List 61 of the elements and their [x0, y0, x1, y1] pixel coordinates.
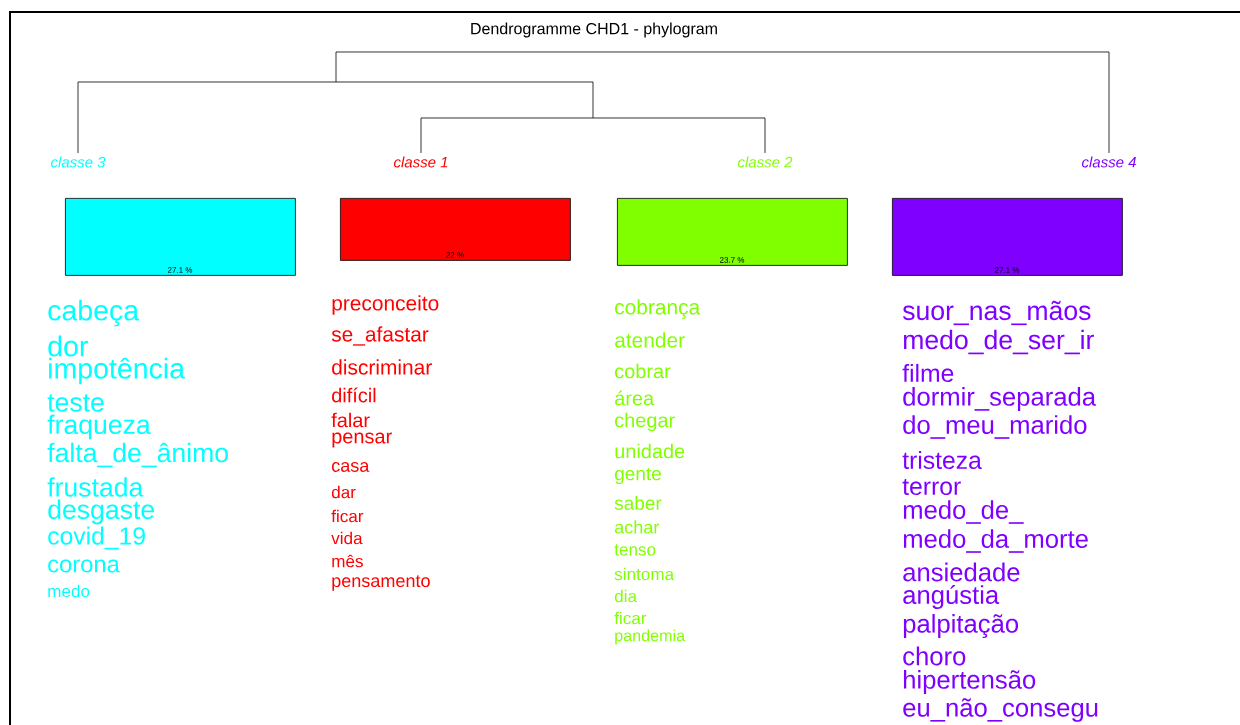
keyword: filme: [902, 363, 954, 383]
keyword: corona: [48, 559, 120, 573]
keyword: eu_não_consegu: [903, 698, 1098, 722]
keyword: do_meu_marido: [903, 415, 1087, 439]
keyword: dormir_separada: [903, 387, 1097, 411]
class-box: 22 %: [340, 198, 571, 261]
class-label: classe 3: [51, 156, 106, 168]
keyword: cabeça: [48, 299, 140, 327]
keyword: casa: [332, 462, 370, 472]
keyword: sintoma: [614, 567, 675, 581]
keyword: suor_nas_mãos: [902, 300, 1091, 326]
keyword: falar: [331, 412, 370, 428]
class-box: 27.1 %: [892, 198, 1123, 276]
keyword: choro: [903, 646, 966, 666]
keyword: desgaste: [48, 499, 154, 525]
keyword: terror: [902, 478, 961, 496]
keyword: área: [615, 390, 655, 406]
keyword: se_afastar: [331, 326, 429, 346]
keyword: impotência: [49, 357, 185, 385]
chart-title: Dendrogramme CHD1 - phylogram: [471, 22, 717, 38]
keyword: preconceito: [332, 295, 439, 315]
keyword: pandemia: [615, 629, 686, 645]
keyword: tristeza: [902, 450, 982, 470]
keyword: ansiedade: [903, 562, 1020, 582]
class-label: classe 4: [1082, 156, 1136, 168]
keyword: cobrar: [615, 363, 671, 379]
class-box: 23.7 %: [617, 198, 848, 266]
keyword: dia: [614, 589, 637, 603]
keyword: vida: [331, 531, 363, 545]
keyword: atender: [615, 332, 685, 348]
class-box: 27.1 %: [65, 198, 296, 276]
keyword: achar: [614, 520, 660, 534]
keyword: pensamento: [332, 575, 430, 591]
keyword: chegar: [615, 412, 675, 432]
keyword: covid_19: [48, 526, 145, 550]
keyword: ficar: [331, 509, 364, 523]
keyword: medo_da_morte: [903, 529, 1088, 553]
keyword: unidade: [615, 443, 685, 459]
keyword: tenso: [614, 544, 656, 556]
keyword: saber: [614, 496, 662, 510]
keyword: falta_de_ânimo: [47, 442, 228, 468]
keyword: dor: [48, 335, 88, 357]
keyword: fraqueza: [47, 414, 151, 440]
class-label: classe 2: [738, 156, 793, 168]
class-label: classe 1: [394, 156, 448, 168]
keyword: discriminar: [332, 359, 432, 375]
keyword: medo_de_: [903, 500, 1024, 524]
keyword: medo: [48, 584, 90, 598]
keyword: pensar: [332, 432, 392, 448]
keyword: medo_de_ser_ir: [904, 329, 1094, 355]
keyword: cobrança: [615, 299, 701, 319]
keyword: teste: [47, 394, 104, 412]
keyword: angústia: [903, 584, 1000, 610]
keyword: palpitação: [903, 614, 1019, 638]
keyword: dar: [331, 485, 356, 499]
keyword: mês: [332, 554, 363, 568]
keyword: gente: [615, 467, 661, 485]
keyword: ficar: [614, 611, 647, 625]
keyword: difícil: [332, 387, 376, 403]
keyword: frustada: [47, 477, 144, 497]
keyword: hipertensão: [904, 670, 1036, 694]
